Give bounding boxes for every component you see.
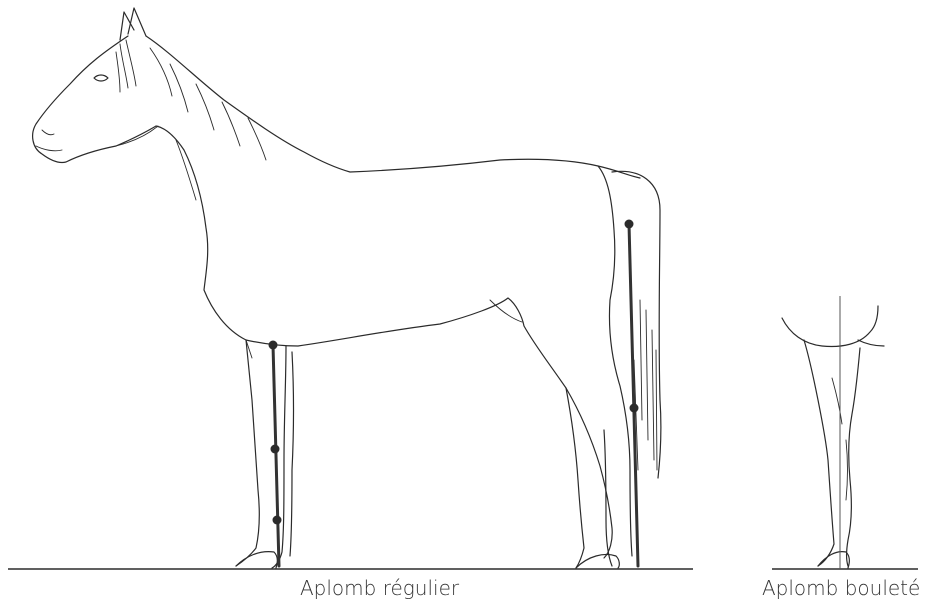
plumb-line-hind <box>625 220 639 567</box>
plumb-line-front <box>269 341 282 567</box>
caption-bouleted-plumb: Aplomb bouleté <box>762 576 920 600</box>
plumb-point-hock <box>630 404 639 413</box>
caption-regular-plumb: Aplomb régulier <box>300 576 459 600</box>
horse-outline <box>33 8 661 568</box>
bouleted-leg-detail <box>782 296 884 569</box>
plumb-point-knee <box>271 445 280 454</box>
plumb-point-fetlock <box>273 516 282 525</box>
plumb-point-shoulder <box>269 341 278 350</box>
plumb-point-buttock <box>625 220 634 229</box>
